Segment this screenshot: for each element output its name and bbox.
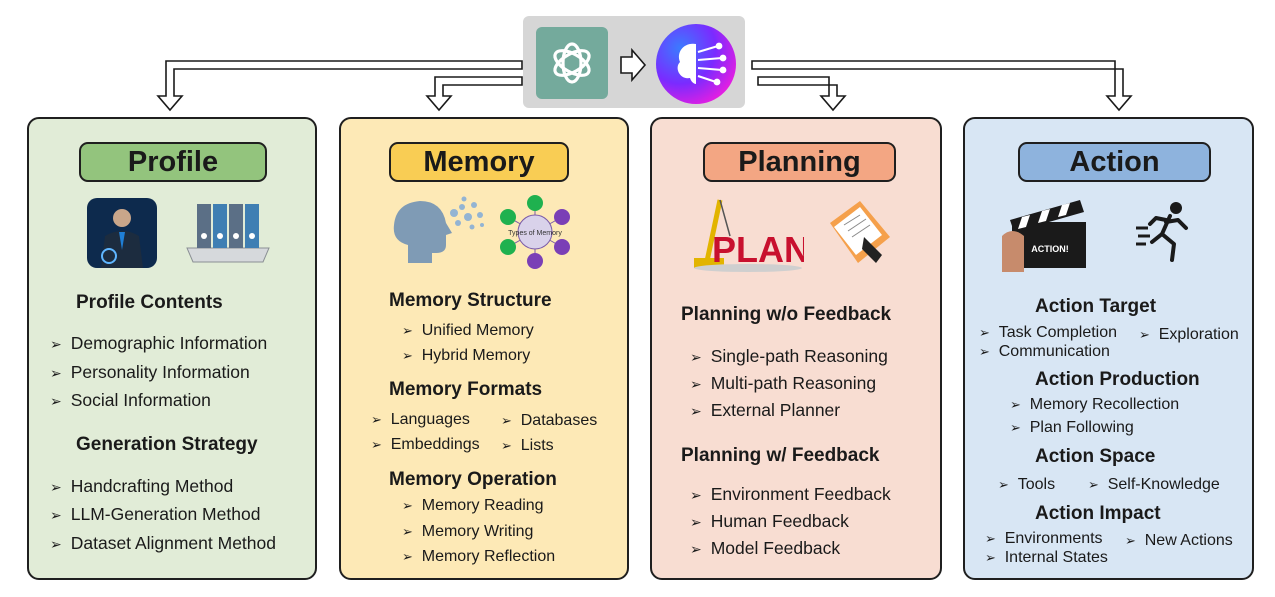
chatgpt-logo-icon [536, 27, 608, 99]
list-item: ➢Environments [985, 530, 1103, 547]
list-item: ➢Unified Memory [402, 322, 534, 339]
list-item: ➢Memory Writing [402, 523, 534, 540]
businessman-icon [87, 198, 157, 268]
list-item: ➢Exploration [1139, 326, 1239, 343]
generation-strategy-heading: Generation Strategy [76, 434, 258, 455]
types-of-memory-label: Types of Memory [508, 230, 562, 237]
list-item: ➢New Actions [1125, 532, 1233, 549]
list-item: ➢Databases [501, 412, 598, 429]
profile-card [27, 117, 317, 580]
hand-writing-plan-icon [830, 201, 890, 263]
action-clapper-label: ACTION! [1031, 244, 1069, 254]
list-item: ➢Communication [979, 343, 1110, 360]
list-item: ➢External Planner [690, 400, 841, 420]
profile-contents-heading: Profile Contents [76, 292, 223, 313]
list-item: ➢Hybrid Memory [402, 347, 531, 364]
list-item: ➢Multi-path Reasoning [690, 373, 877, 393]
arrow-to-action [751, 60, 1133, 112]
list-item: ➢Tools [998, 476, 1056, 493]
memory-operation-heading: Memory Operation [389, 469, 557, 490]
list-item: ➢Model Feedback [690, 538, 841, 558]
list-item: ➢Human Feedback [690, 511, 849, 531]
list-item: ➢Memory Reflection [402, 548, 556, 565]
list-item: ➢Memory Recollection [1010, 396, 1180, 413]
plan-label: PLAN [712, 229, 804, 270]
list-item: ➢Plan Following [1010, 419, 1134, 436]
list-item: ➢Single-path Reasoning [690, 346, 888, 366]
memory-formats-heading: Memory Formats [389, 379, 543, 400]
planning-without-feedback-heading: Planning w/o Feedback [681, 304, 892, 325]
arrow-to-memory [425, 76, 523, 112]
memory-structure-heading: Memory Structure [389, 290, 552, 311]
types-of-memory-diagram-icon: Types of Memory [500, 195, 570, 269]
list-item: ➢Personality Information [50, 362, 250, 382]
action-impact-heading: Action Impact [1035, 503, 1161, 524]
list-item: ➢Internal States [985, 549, 1108, 566]
running-person-icon [1136, 202, 1188, 262]
list-item: ➢Task Completion [979, 324, 1118, 341]
list-item: ➢Lists [501, 437, 554, 454]
memory-card [339, 117, 629, 580]
list-item: ➢Demographic Information [50, 333, 268, 353]
clapperboard-icon: ACTION! [1002, 200, 1086, 272]
list-item: ➢LLM-Generation Method [50, 504, 261, 524]
planning-title: Planning [703, 142, 896, 182]
ai-brain-icon [656, 24, 736, 104]
planning-card [650, 117, 942, 580]
arrow-right-icon [620, 47, 647, 83]
planning-with-feedback-heading: Planning w/ Feedback [681, 445, 880, 466]
list-item: ➢Self-Knowledge [1088, 476, 1220, 493]
action-space-heading: Action Space [1035, 446, 1156, 467]
human-head-memory-icon [393, 196, 484, 263]
action-card [963, 117, 1254, 580]
action-title: Action [1018, 142, 1211, 182]
list-item: ➢Social Information [50, 390, 211, 410]
memory-title: Memory [389, 142, 569, 182]
list-item: ➢Embeddings [371, 436, 480, 453]
binders-laptop-icon [186, 204, 270, 263]
arrow-to-profile [156, 60, 523, 112]
action-production-heading: Action Production [1035, 369, 1200, 390]
list-item: ➢Environment Feedback [690, 484, 891, 504]
action-target-heading: Action Target [1035, 296, 1157, 317]
profile-title: Profile [79, 142, 267, 182]
list-item: ➢Memory Reading [402, 497, 544, 514]
list-item: ➢Dataset Alignment Method [50, 533, 276, 553]
plan-crane-icon: PLAN [694, 199, 804, 272]
list-item: ➢Handcrafting Method [50, 476, 234, 496]
arrow-to-planning [757, 76, 847, 112]
list-item: ➢Languages [371, 411, 470, 428]
